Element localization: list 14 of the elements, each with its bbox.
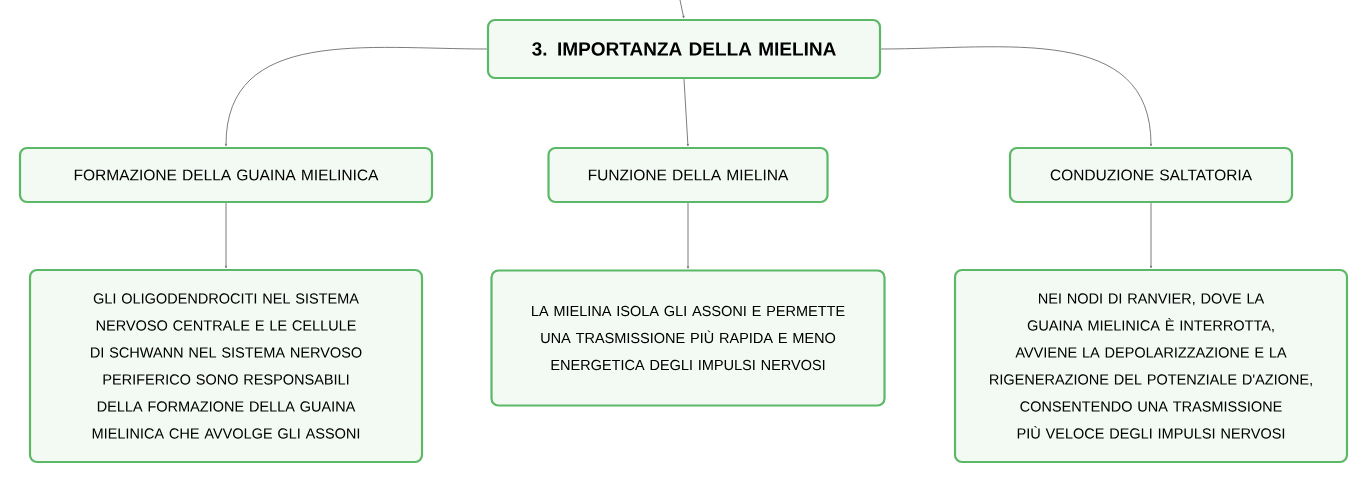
arrow (880, 46, 1153, 147)
arrow (679, 0, 685, 19)
arrow (683, 78, 689, 147)
detail-box: LA MIELINA ISOLA GLI ASSONI E PERMETTE UNA TRASMISSIONE PIÙ RAPIDA E MENO ENERGETICA DEGLI IMPULSI NERVOSI (490, 269, 886, 407)
detail-box: GLI OLIGODENDROCITI NEL SISTEMA NERVOSO CENTRALE E LE CELLULE DI SCHWANN NEL SISTEMA NERVOSO PERIFERICO SONO RESPONSABILI DELLA FORMAZIONE DELLA GUAINA MIELINICA CHE AVVOLGE GLI ASSONI (28, 268, 424, 464)
subtopic-box: FUNZIONE DELLA MIELINA (547, 146, 829, 204)
arrow (224, 202, 228, 269)
main-topic-box: 3. IMPORTANZA DELLA MIELINA (486, 18, 882, 80)
subtopic-box: FORMAZIONE DELLA GUAINA MIELINICA (18, 146, 434, 204)
arrow (1149, 202, 1153, 269)
arrow (224, 46, 488, 147)
arrow (686, 202, 690, 269)
subtopic-box: CONDUZIONE SALTATORIA (1008, 146, 1294, 204)
detail-box: NEI NODI DI RANVIER, DOVE LA GUAINA MIELINICA È INTERROTTA, AVVIENE LA DEPOLARIZZAZIONE E LA RIGENERAZIONE DEL POTENZIALE D'AZIONE, CONSENTENDO UNA TRASMISSIONE PIÙ VELOCE DEGLI IMPULSI NERVOSI (953, 268, 1349, 464)
